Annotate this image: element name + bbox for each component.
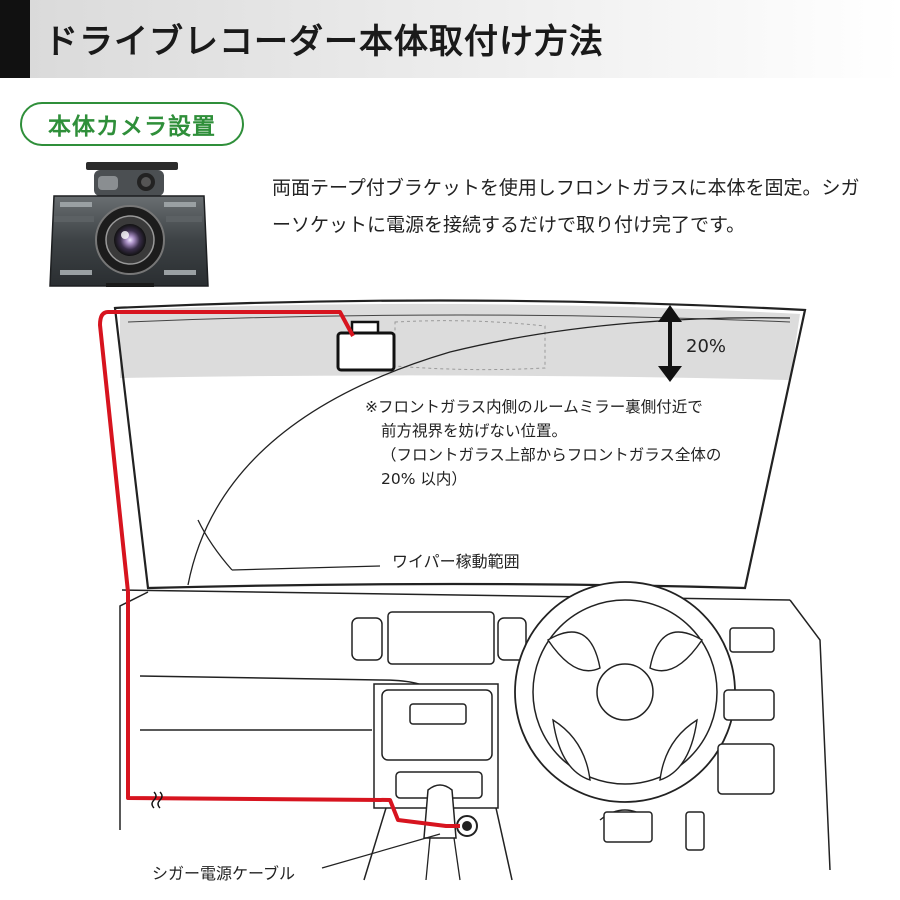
note-line-4: 20% 以内） (381, 470, 467, 488)
mirror-outline (394, 320, 546, 371)
section-heading-label: 本体カメラ設置 (48, 114, 216, 140)
wiper-range-label: ワイパー稼動範囲 (392, 552, 520, 571)
cable-leader-line (321, 833, 441, 869)
gear-shift (423, 784, 457, 839)
cigar-cable-label: シガー電源ケーブル (152, 864, 296, 883)
note-line-1: ※フロントガラス内側のルームミラー裏側付近で (365, 398, 703, 416)
page-title: ドライブレコーダー本体取付け方法 (44, 22, 604, 62)
height-percent-label: 20% (686, 336, 727, 357)
windshield-outline (113, 299, 807, 590)
note-line-3: （フロントガラス上部からフロントガラス全体の (381, 446, 722, 464)
install-description: 両面テープ付ブラケットを使用しフロントガラスに本体を固定。シガーソケットに電源を… (272, 177, 860, 236)
section-heading: 本体カメラ設置 (20, 102, 244, 146)
note-line-2: 前方視界を妨げない位置。 (381, 422, 568, 440)
steering-wheel (514, 581, 736, 821)
header-band (0, 0, 900, 78)
placement-note: ※フロントガラス内側のルームミラー裏側付近で 前方視界を妨げない位置。 （フロン… (365, 395, 721, 491)
dashcam-product-photo (49, 162, 209, 287)
power-cable-route (98, 310, 460, 828)
camera-on-windshield (336, 331, 396, 372)
wiper-leader-line (231, 565, 381, 571)
header-accent-bar (0, 0, 30, 78)
